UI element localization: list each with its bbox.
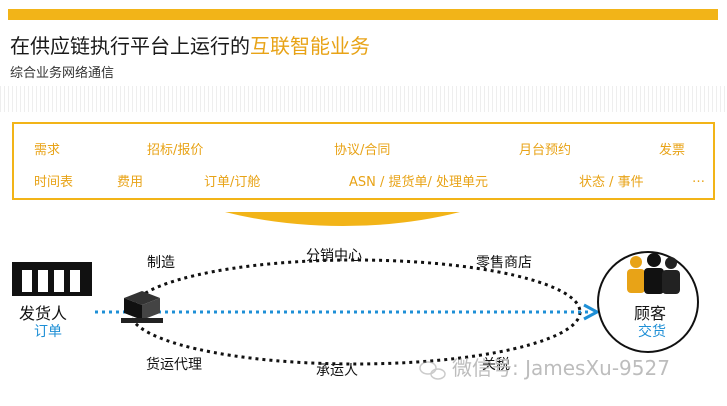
- page-subtitle: 综合业务网络通信: [10, 66, 115, 81]
- biz-item-tender-quote: 招标/报价: [147, 143, 204, 158]
- node-customs: 关税: [482, 357, 510, 373]
- watermark-text: 微信号: JamesXu-9527: [452, 356, 670, 380]
- biz-item-status-event: 状态 / 事件: [579, 175, 644, 190]
- pallet-icon: [121, 291, 163, 323]
- top-accent-bar: [8, 9, 718, 20]
- title-highlight: 互联智能业务: [250, 34, 370, 58]
- page-title: 在供应链执行平台上运行的互联智能业务: [10, 30, 370, 59]
- customer-label: 顾客: [634, 304, 667, 323]
- funnel-shape: [225, 212, 460, 226]
- biz-item-more: …: [692, 171, 705, 186]
- biz-item-agreement: 协议/合同: [334, 143, 391, 158]
- shipper-sub-label: 订单: [34, 324, 62, 340]
- node-manufacturing: 制造: [147, 255, 175, 271]
- wechat-icon: [419, 361, 446, 380]
- title-prefix: 在供应链执行平台上运行的: [10, 34, 250, 58]
- business-items-box: 需求 招标/报价 协议/合同 月台预约 发票 时间表 费用 订单/订舱 ASN …: [12, 122, 715, 200]
- customer-sub-label: 交货: [638, 324, 666, 340]
- biz-item-asn: ASN / 提货单/ 处理单元: [349, 175, 489, 190]
- shipper-label: 发货人: [19, 304, 68, 323]
- node-carrier: 承运人: [316, 363, 358, 379]
- biz-item-invoice: 发票: [659, 143, 686, 158]
- biz-item-costs: 费用: [117, 175, 144, 190]
- node-freight-forwarder: 货运代理: [146, 357, 202, 373]
- divider-band: [0, 86, 727, 112]
- biz-item-schedule: 时间表: [34, 175, 74, 190]
- flow-arrow-head: [583, 303, 601, 321]
- biz-item-demand: 需求: [34, 143, 61, 158]
- factory-icon: [12, 262, 92, 296]
- biz-item-dock-appointment: 月台预约: [519, 143, 572, 158]
- node-distribution-center: 分销中心: [306, 248, 362, 264]
- biz-item-order-booking: 订单/订舱: [204, 175, 261, 190]
- node-retail-store: 零售商店: [476, 255, 532, 271]
- people-icon: [627, 253, 680, 294]
